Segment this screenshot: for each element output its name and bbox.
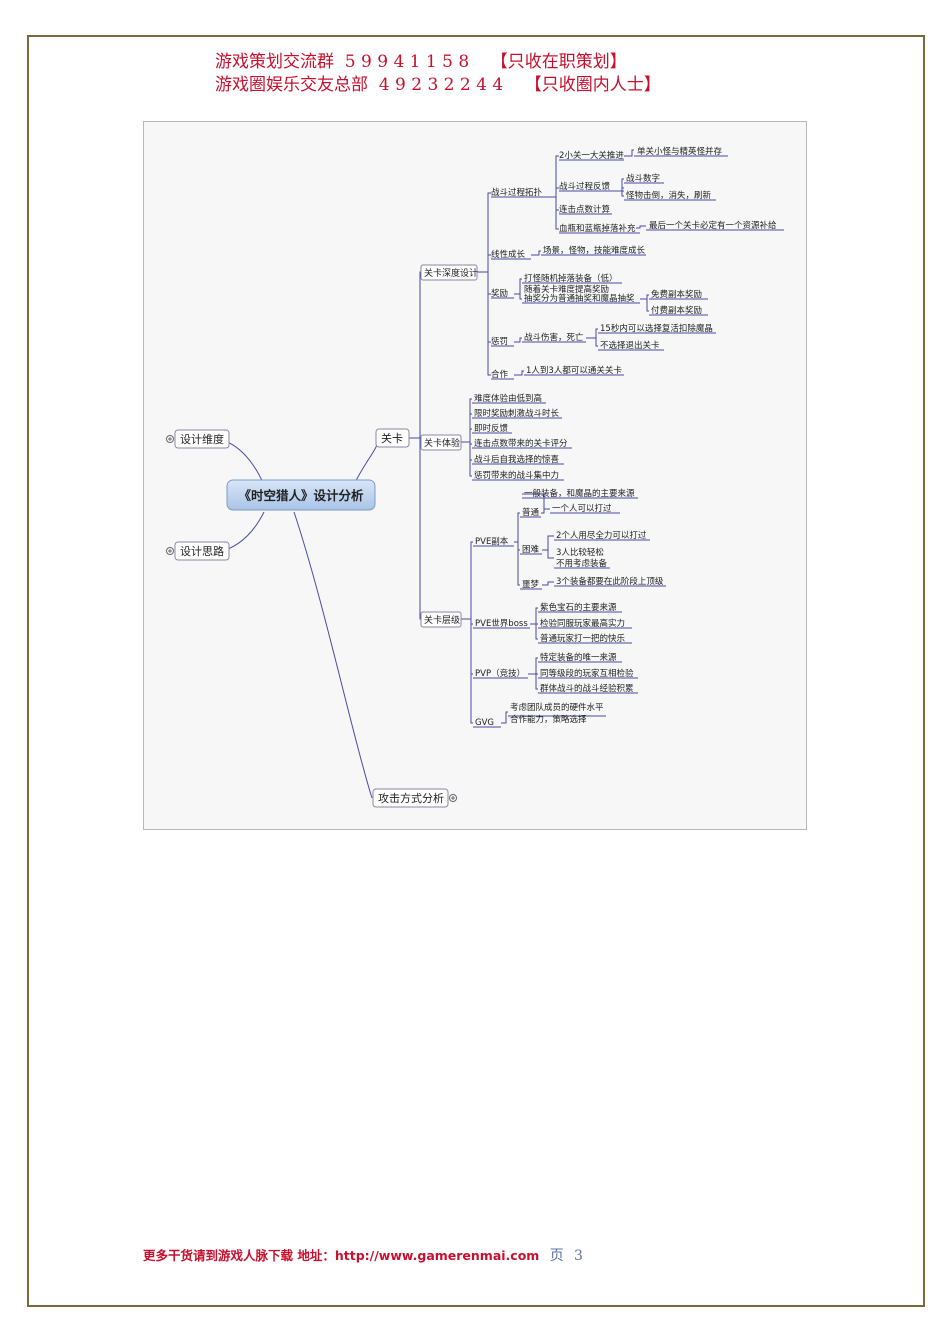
node-linear-leaf: 场景，怪物，技能难度成长 — [543, 245, 646, 256]
node-combo-calc: 连击点数计算 — [559, 204, 611, 215]
node-hard-1: 2个人用尽全力可以打过 — [556, 530, 647, 541]
connectors — [218, 149, 649, 799]
experience-node-box[interactable] — [420, 434, 462, 451]
page-number: 3 — [574, 1248, 583, 1264]
node-punish-1: 战斗伤害，死亡 — [524, 332, 584, 343]
ideas-node-text: 设计思路 — [180, 545, 224, 558]
page-label: 页 — [549, 1248, 564, 1264]
node-feedback-1: 战斗数字 — [626, 173, 660, 184]
edge-center-level — [353, 437, 379, 486]
node-nightmare-1: 3个装备都要在此阶段上顶级 — [556, 576, 664, 587]
node-coop-leaf: 1人到3人都可以通关关卡 — [526, 365, 622, 376]
node-experience-2: 限时奖励刺激战斗时长 — [474, 408, 560, 419]
node-underlines — [472, 155, 784, 728]
attack-node-text: 攻击方式分析 — [378, 791, 444, 805]
node-reward-2a: 随着关卡难度提高奖励 — [524, 284, 609, 295]
node-pve: PVE副本 — [475, 536, 509, 547]
node-potion: 血瓶和蓝瓶掉落补充 — [559, 223, 636, 234]
node-feedback-2: 怪物击倒，消失，刷新 — [626, 190, 712, 201]
node-gvg-1a: 考虑团队成员的硬件水平 — [510, 702, 604, 713]
depth-node-box[interactable] — [420, 264, 478, 281]
tiers-node-box[interactable] — [420, 611, 462, 628]
node-gvg: GVG — [475, 718, 494, 728]
node-boss-2: 检验同服玩家最高实力 — [540, 618, 625, 629]
depth-node-text: 关卡深度设计 — [424, 267, 478, 279]
mindmap-image: 《时空猎人》设计分析 设计维度 设计思路 关卡 攻击方式分析 关卡深度设计 关卡… — [143, 121, 807, 830]
dimension-node-text: 设计维度 — [180, 432, 224, 446]
header-line-2: 游戏圈娱乐交友总部 4 9 2 3 2 2 4 4 【只收圈内人士】 — [215, 75, 661, 95]
node-hard-2a: 3人比较轻松 — [556, 547, 604, 558]
dimension-node-box[interactable] — [174, 429, 230, 449]
node-normal: 普通 — [522, 507, 540, 518]
node-experience-6: 惩罚带来的战斗集中力 — [474, 470, 559, 481]
leaf-texts: 战斗过程拓扑 2小关一大关推进 单关小怪与精英怪并存 战斗过程反馈 战斗数字 怪… — [474, 146, 777, 728]
node-gvg-1b: 合作能力，策略选择 — [510, 714, 587, 725]
node-experience-1: 难度体验由低到高 — [474, 393, 542, 404]
ideas-node-box[interactable] — [174, 541, 230, 561]
header-line-1: 游戏策划交流群 5 9 9 4 1 1 5 8 【只收在职策划】 — [215, 52, 627, 72]
node-small-big-leaf: 单关小怪与精英怪并存 — [637, 146, 723, 157]
node-pvp: PVP（竞技） — [475, 668, 525, 679]
footer: 更多干货请到游戏人脉下载 地址：http://www.gamerenmai.co… — [143, 1245, 583, 1265]
footer-text[interactable]: 更多干货请到游戏人脉下载 地址：http://www.gamerenmai.co… — [143, 1248, 540, 1263]
node-experience-4: 连击点数带来的关卡评分 — [474, 438, 568, 449]
node-punish: 惩罚 — [491, 336, 508, 347]
center-node-box — [226, 479, 376, 511]
node-reward: 奖励 — [491, 288, 508, 299]
node-world-boss: PVE世界boss — [475, 618, 528, 629]
node-boss-1: 紫色宝石的主要来源 — [540, 602, 617, 613]
node-hard-2b: 不用考虑装备 — [556, 558, 608, 569]
node-potion-leaf: 最后一个关卡必定有一个资源补给 — [649, 220, 777, 231]
node-coop: 合作 — [491, 369, 509, 380]
node-small-big: 2小关一大关推进 — [559, 150, 624, 161]
node-linear: 线性成长 — [491, 249, 526, 260]
attack-node-box[interactable] — [372, 788, 449, 808]
node-punish-quit: 不选择退出关卡 — [600, 340, 660, 351]
boxed-nodes: 《时空猎人》设计分析 设计维度 设计思路 关卡 攻击方式分析 关卡深度设计 关卡… — [166, 264, 478, 808]
node-pvp-1: 特定装备的唯一来源 — [540, 652, 617, 663]
node-punish-revive: 15秒内可以选择复活扣除魔晶 — [600, 323, 713, 334]
node-normal-2: 一个人可以打过 — [552, 503, 612, 514]
node-reward-paid: 付费副本奖励 — [651, 305, 702, 316]
node-hard: 困难 — [522, 544, 540, 555]
page-border — [27, 35, 925, 1307]
center-node-text: 《时空猎人》设计分析 — [238, 488, 364, 503]
node-pvp-2: 同等级段的玩家互相检验 — [540, 668, 634, 679]
node-normal-1: 一般装备，和魔晶的主要来源 — [524, 488, 635, 499]
experience-node-text: 关卡体验 — [424, 437, 460, 449]
node-pvp-3: 群体战斗的战斗经验积累 — [540, 683, 634, 694]
node-feedback: 战斗过程反馈 — [559, 181, 611, 192]
node-boss-3: 普通玩家打一把的快乐 — [540, 633, 626, 644]
node-experience-3: 即时反馈 — [474, 423, 509, 434]
level-node-text: 关卡 — [381, 431, 403, 445]
node-nightmare: 噩梦 — [522, 580, 540, 590]
node-reward-free: 免费副本奖励 — [651, 289, 702, 300]
level-node-box[interactable] — [375, 428, 410, 448]
node-experience-5: 战斗后自我选择的惊喜 — [474, 454, 560, 465]
mindmap-diagram: 《时空猎人》设计分析 设计维度 设计思路 关卡 攻击方式分析 关卡深度设计 关卡… — [166, 146, 784, 808]
node-reward-1: 打怪随机掉落装备（低） — [524, 273, 618, 284]
tiers-node-text: 关卡层级 — [424, 614, 460, 626]
edge-center-attack — [293, 511, 373, 799]
node-combat-topology: 战斗过程拓扑 — [491, 187, 543, 198]
node-reward-2b: 抽奖分为普通抽奖和魔晶抽奖 — [524, 293, 635, 304]
